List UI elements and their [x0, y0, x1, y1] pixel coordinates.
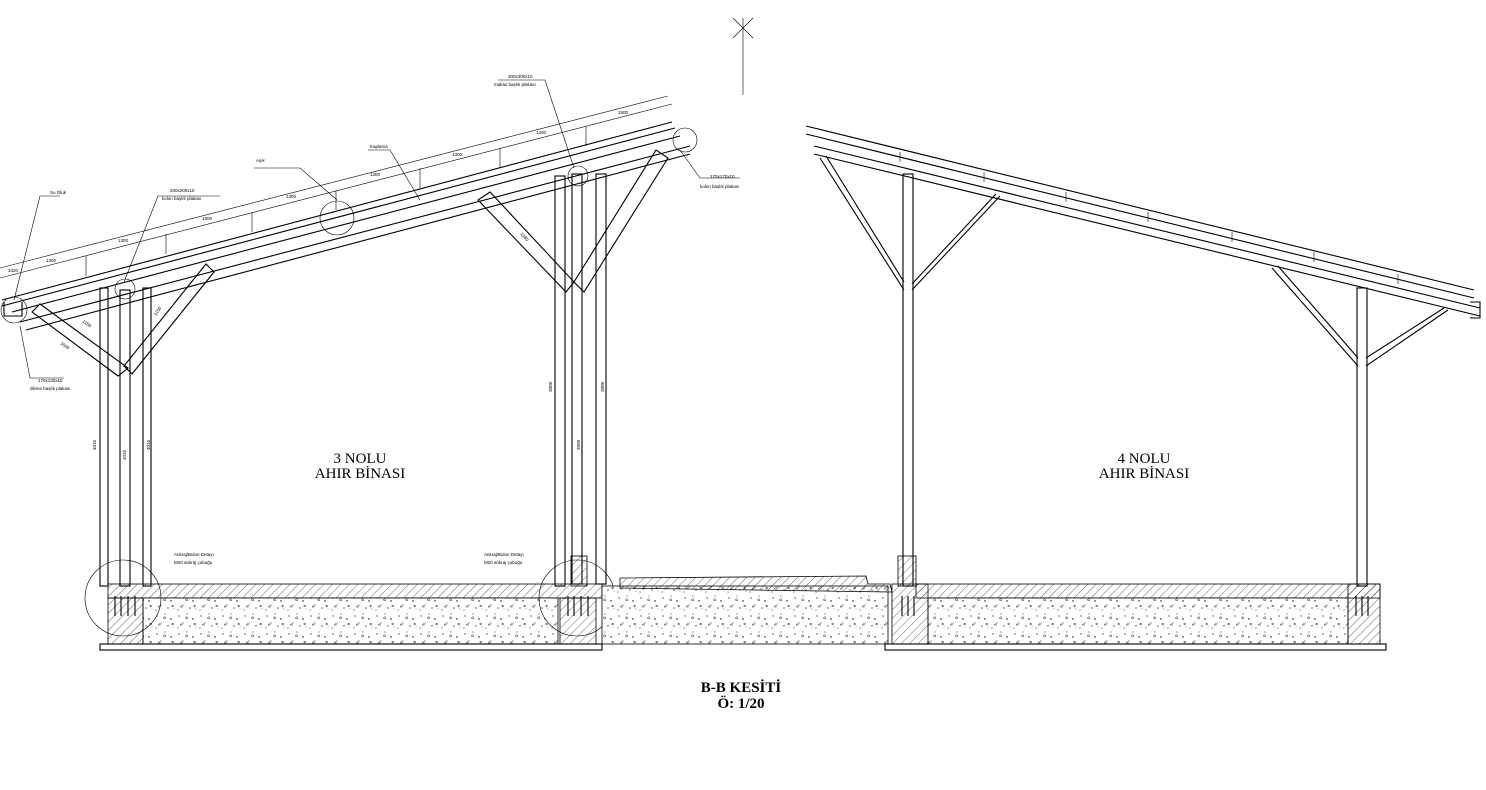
- right-roof: [805, 125, 1481, 319]
- section-title: B-B KESİTİ: [701, 679, 782, 696]
- left-braces: [31, 263, 215, 377]
- dim-label: 1320: [8, 268, 19, 273]
- dim-label: 1300: [452, 152, 463, 157]
- label-anchor-mid-2: M20 ankraj çubuğu: [484, 560, 523, 565]
- dim-label: 1600: [59, 341, 70, 351]
- right-foundation: [884, 583, 1387, 651]
- dim-label: 4016: [122, 449, 127, 460]
- right-column-b: [1271, 265, 1449, 587]
- dim-label: 3808: [576, 439, 581, 450]
- connecting-slab: [601, 575, 893, 645]
- left-roof: [0, 95, 691, 331]
- left-foundation: [84, 555, 616, 651]
- dimension-labels: 1320 1300 1300 1300 1300 1300 1300 1300 …: [8, 110, 629, 460]
- section-title-block: B-B KESİTİ Ö: 1/20: [701, 679, 782, 712]
- label-roof-panel: Kaplama: [370, 144, 388, 149]
- dim-label: 1300: [536, 130, 547, 135]
- dim-label: 1150: [153, 305, 163, 316]
- section-scale: Ö: 1/20: [717, 695, 764, 712]
- right-anchor-bolts: [901, 596, 1369, 616]
- building-labels: 3 NOLU AHIR BİNASI 4 NOLU AHIR BİNASI: [315, 451, 1189, 482]
- dim-label: 1300: [286, 194, 297, 199]
- leader-lines: [13, 79, 740, 379]
- right-building-name-line2: AHIR BİNASI: [1099, 466, 1189, 482]
- dim-label: 3808: [548, 381, 553, 392]
- label-anchor-mid: Ankraj/Bulon Detayı: [484, 552, 524, 557]
- label-anchor-left-2: M20 ankraj çubuğu: [174, 560, 213, 565]
- dim-label: 1300: [118, 238, 129, 243]
- dim-label: 1300: [370, 172, 381, 177]
- dim-label: 3808: [600, 381, 605, 392]
- gutter-icon: [0, 296, 28, 324]
- label-plate-b: 170x170x10: [710, 174, 735, 179]
- label-plate-a: 200x200x10: [170, 188, 195, 193]
- dim-label: 1600: [618, 110, 629, 115]
- annotation-labels: Su Oluk 200x200x10 kolon başlık plakası …: [30, 74, 739, 565]
- label-plate-c-note: makas başlık plakası: [494, 82, 536, 87]
- label-gutter: Su Oluk: [50, 190, 67, 195]
- label-plate-d-note: dikme başlık plakası: [30, 386, 71, 391]
- left-building-name-line2: AHIR BİNASI: [315, 466, 405, 482]
- right-building-name-line1: 4 NOLU: [1118, 451, 1171, 467]
- purlin-ticks: [85, 126, 587, 276]
- right-building-structure: [805, 125, 1481, 587]
- right-purlin-ticks: [899, 152, 1399, 284]
- right-column-a: [819, 155, 1001, 587]
- left-building-structure: [0, 79, 740, 587]
- dim-label: 4016: [146, 439, 151, 450]
- dim-label: 1300: [46, 258, 57, 263]
- dim-label: 1380: [519, 231, 530, 242]
- label-plate-a-note: kolon başlık plakası: [162, 196, 201, 201]
- dim-label: 1300: [202, 216, 213, 221]
- left-column-a: [99, 278, 152, 587]
- label-plate-c: 300x300x10: [508, 74, 533, 79]
- left-column-b: [319, 127, 698, 587]
- left-building-name-line1: 3 NOLU: [334, 451, 387, 467]
- north-arrow-icon: [732, 17, 754, 95]
- dim-label: 1150: [81, 319, 92, 329]
- dim-label: 4016: [92, 439, 97, 450]
- label-plate-d: 170x130x10: [38, 378, 63, 383]
- label-purlin: Aşık: [256, 158, 266, 163]
- label-anchor-left: Ankraj/Bulon Detayı: [174, 552, 214, 557]
- middle-braces: [477, 149, 669, 293]
- anchor-bolts: [114, 596, 589, 616]
- label-plate-b-note: kolon başlık plakası: [700, 184, 739, 189]
